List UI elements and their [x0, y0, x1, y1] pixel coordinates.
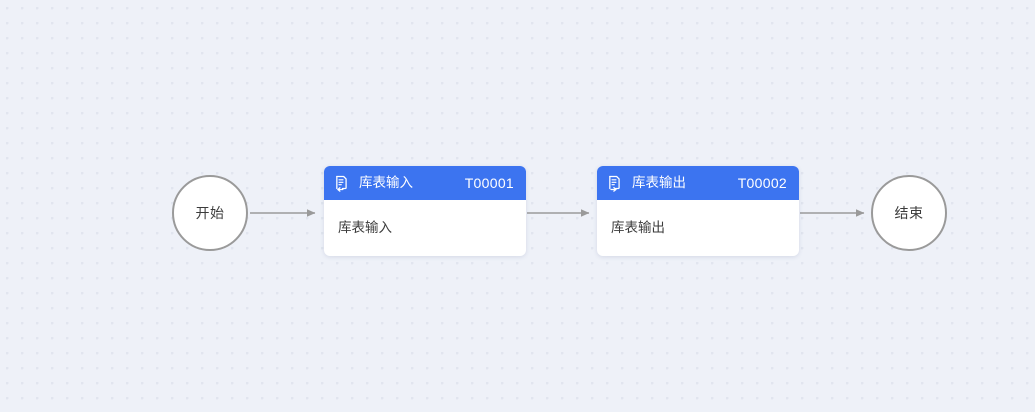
table-input-icon	[336, 175, 347, 192]
node-task-t00002-code: T00002	[737, 175, 787, 191]
node-task-t00001-body-text: 库表输入	[338, 220, 392, 236]
node-end[interactable]: 结束	[871, 175, 947, 251]
node-task-t00001-title: 库表输入	[359, 175, 413, 191]
node-start-label: 开始	[195, 205, 225, 221]
node-task-t00001-body: 库表输入	[324, 200, 526, 256]
node-task-t00001-code: T00001	[464, 175, 514, 191]
node-task-t00002-header[interactable]: 库表输出 T00002	[597, 166, 799, 200]
node-task-t00001-header[interactable]: 库表输入 T00001	[324, 166, 526, 200]
node-task-t00001[interactable]: 库表输入 T00001 库表输入	[324, 166, 526, 256]
node-end-label: 结束	[894, 205, 924, 221]
node-start[interactable]: 开始	[172, 175, 248, 251]
node-task-t00002-body: 库表输出	[597, 200, 799, 256]
node-task-t00002[interactable]: 库表输出 T00002 库表输出	[597, 166, 799, 256]
node-task-t00002-title: 库表输出	[632, 175, 686, 191]
node-task-t00002-body-text: 库表输出	[611, 220, 665, 236]
table-output-icon	[609, 175, 620, 192]
